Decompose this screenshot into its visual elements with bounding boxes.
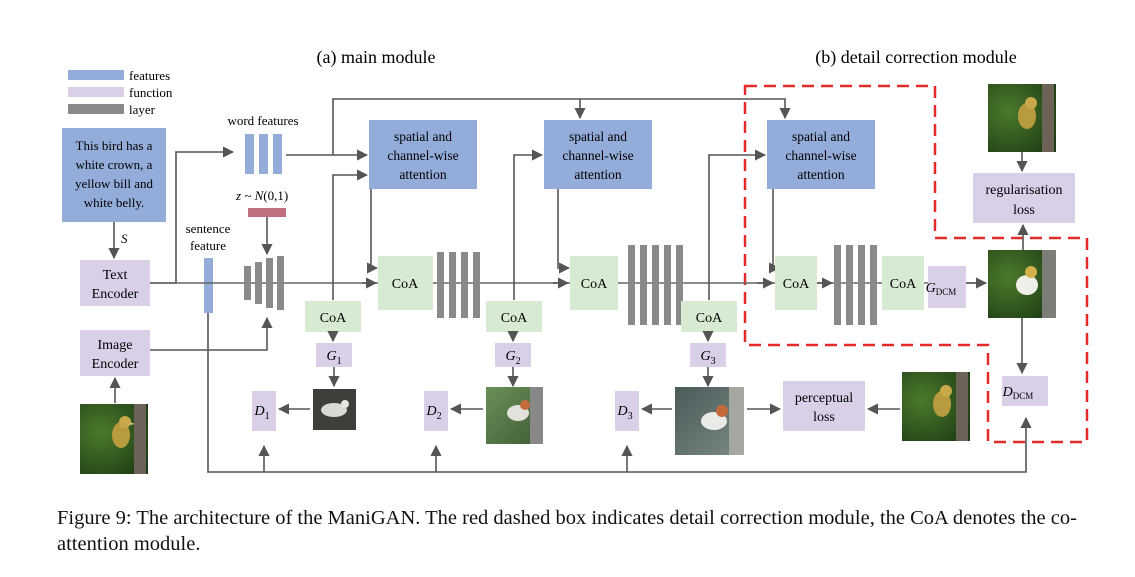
coa-block-3: CoA (775, 256, 817, 310)
bird-reg-reference (988, 84, 1056, 152)
svg-text:loss: loss (1013, 203, 1035, 218)
noise-vector (248, 208, 286, 217)
attention-block-1: spatial and channel-wise attention (369, 120, 477, 189)
attention-block-3: spatial and channel-wise attention (767, 120, 875, 189)
svg-text:CoA: CoA (501, 311, 528, 326)
generator-3: G3 (690, 343, 726, 367)
detail-module-heading: (b) detail correction module (815, 47, 1016, 68)
svg-text:perceptual: perceptual (795, 391, 853, 406)
discriminator-dcm: DDCM (1002, 376, 1048, 406)
layer-stack-3 (834, 245, 877, 325)
text-encoder-box (80, 260, 150, 306)
bird-output-2 (486, 387, 543, 444)
svg-text:loss: loss (813, 410, 835, 425)
svg-text:CoA: CoA (783, 277, 810, 292)
noise-label: z ~ N(0,1) (235, 188, 288, 203)
svg-text:regularisation: regularisation (986, 183, 1063, 198)
image-encoder-line-1: Image (98, 338, 133, 353)
legend-layer-label: layer (129, 102, 156, 117)
svg-text:DDCM: DDCM (1002, 385, 1034, 401)
svg-text:attention: attention (574, 167, 621, 182)
sentence-symbol-s: S (121, 231, 128, 246)
legend-features-swatch (68, 70, 124, 80)
text-description-line-3: yellow bill and (75, 176, 153, 191)
svg-text:CoA: CoA (392, 277, 419, 292)
svg-text:spatial and: spatial and (569, 129, 627, 144)
coa-lower-2: CoA (486, 301, 542, 332)
word-feature-bar-2 (259, 134, 268, 174)
bird-output-1 (313, 389, 356, 430)
svg-text:CoA: CoA (581, 277, 608, 292)
initial-layer-stack (244, 256, 284, 310)
figure-caption: Figure 9: The architecture of the ManiGA… (57, 507, 1077, 555)
discriminator-3: D3 (615, 391, 639, 431)
generator-2: G2 (495, 343, 531, 367)
legend-layer-swatch (68, 104, 124, 114)
svg-text:channel-wise: channel-wise (562, 148, 633, 163)
bird-dcm-output (988, 250, 1056, 318)
text-encoder-line-2: Encoder (92, 287, 139, 302)
sentence-feature-bar (204, 258, 213, 313)
svg-text:G3: G3 (700, 349, 715, 367)
perceptual-loss-box: perceptual loss (783, 381, 865, 431)
svg-text:CoA: CoA (696, 311, 723, 326)
sentence-feature-label-1: sentence (186, 221, 231, 236)
svg-text:D1: D1 (253, 404, 269, 422)
discriminator-1: D1 (252, 391, 276, 431)
legend: features function layer (68, 68, 173, 117)
generator-dcm: GDCM (926, 266, 966, 308)
image-encoder-line-2: Encoder (92, 357, 139, 372)
bird-output-3 (675, 387, 744, 455)
coa-block-dcm: CoA (882, 256, 924, 310)
legend-features-label: features (129, 68, 170, 83)
regularisation-loss-box: regularisation loss (973, 173, 1075, 223)
svg-text:attention: attention (797, 167, 844, 182)
layer-stack-1 (437, 252, 480, 318)
svg-text:GDCM: GDCM (926, 281, 957, 297)
coa-lower-1: CoA (305, 301, 361, 332)
discriminator-2: D2 (424, 391, 448, 431)
word-feature-bar-1 (245, 134, 254, 174)
svg-text:G1: G1 (326, 349, 341, 367)
word-features-label: word features (227, 113, 298, 128)
svg-text:spatial and: spatial and (394, 129, 452, 144)
sentence-feature-label-2: feature (190, 238, 226, 253)
coa-block-1: CoA (378, 256, 433, 310)
text-encoder-line-1: Text (103, 268, 128, 283)
detail-correction-box (743, 84, 1089, 444)
image-encoder-box (80, 330, 150, 376)
legend-function-label: function (129, 85, 173, 100)
text-description-line-1: This bird has a (76, 138, 153, 153)
text-description-line-4: white belly. (84, 195, 145, 210)
text-description-line-2: white crown, a (76, 157, 153, 172)
coa-block-2: CoA (570, 256, 618, 310)
bird-input-image (80, 404, 148, 474)
svg-text:spatial and: spatial and (792, 129, 850, 144)
svg-text:channel-wise: channel-wise (785, 148, 856, 163)
attention-block-2: spatial and channel-wise attention (544, 120, 652, 189)
text-description-box (62, 128, 166, 222)
svg-text:D2: D2 (425, 404, 441, 422)
architecture-diagram: (a) main module (b) detail correction mo… (62, 47, 1089, 474)
svg-text:G2: G2 (505, 349, 520, 367)
svg-text:D3: D3 (616, 404, 632, 422)
generator-1: G1 (316, 343, 352, 367)
layer-stack-2 (628, 245, 683, 325)
legend-function-swatch (68, 87, 124, 97)
bird-reference-image (902, 372, 970, 441)
svg-text:CoA: CoA (320, 311, 347, 326)
main-module-heading: (a) main module (317, 47, 436, 68)
svg-text:attention: attention (399, 167, 446, 182)
coa-lower-3: CoA (681, 301, 737, 332)
svg-text:channel-wise: channel-wise (387, 148, 458, 163)
svg-text:CoA: CoA (890, 277, 917, 292)
word-feature-bar-3 (273, 134, 282, 174)
